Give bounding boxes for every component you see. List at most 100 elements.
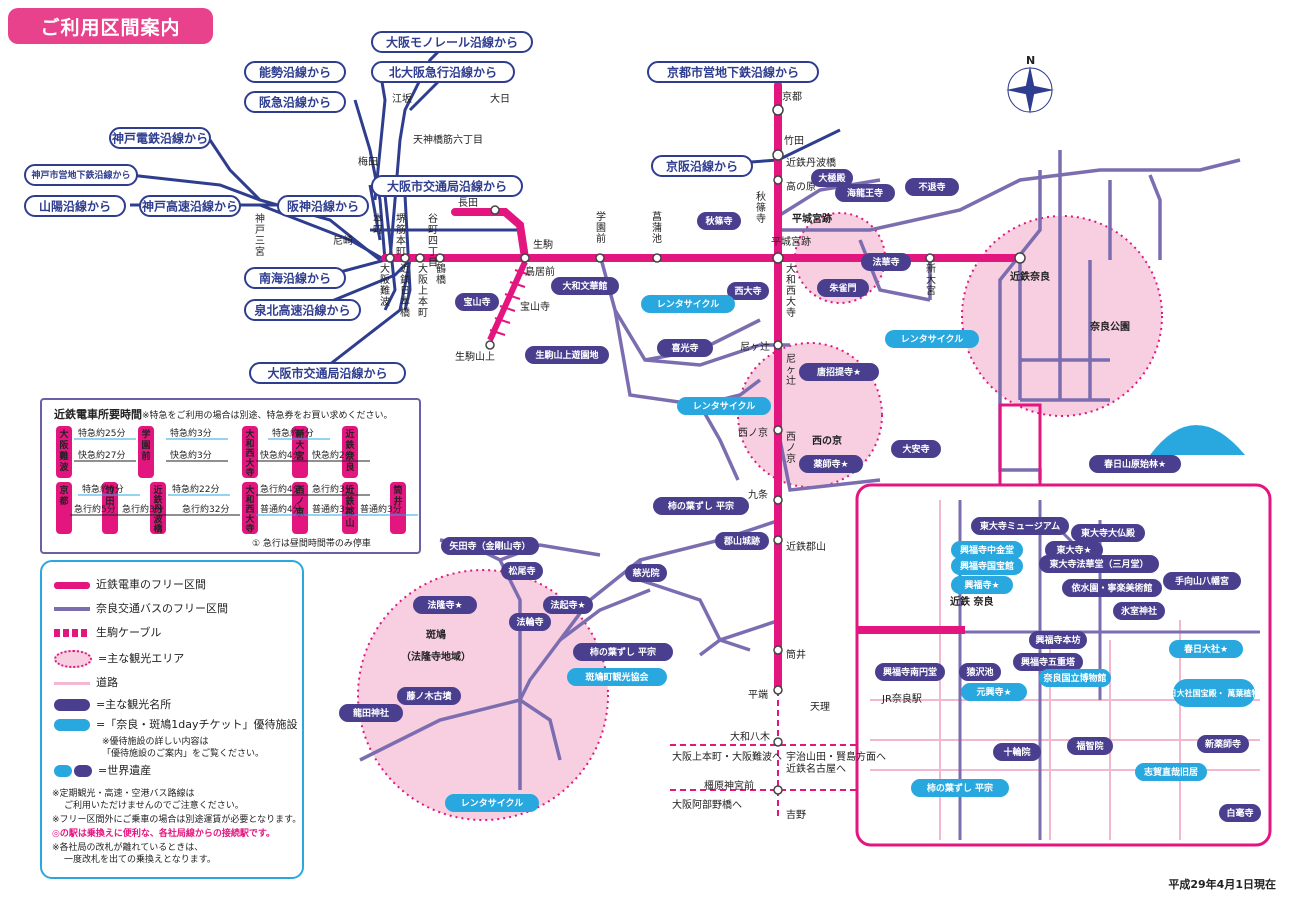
stations-yoshino: 吉野 <box>786 809 806 821</box>
places-hokiji-label: 法起寺★ <box>543 596 593 614</box>
tt-station-box <box>242 482 258 534</box>
svg-text:海龍王寺: 海龍王寺 <box>847 187 883 199</box>
places-rental1-label: レンタサイクル <box>445 794 539 812</box>
stations-amagasaki: 尼崎 <box>333 234 353 247</box>
other-lines <box>129 38 841 374</box>
svg-text:レンタサイクル: レンタサイクル <box>657 298 720 310</box>
legend-heritage: =世界遺産 <box>54 762 151 778</box>
legend-sight: =主な観光名所 <box>54 696 171 712</box>
svg-text:奈良国立博物館: 奈良国立博物館 <box>1042 672 1106 684</box>
other_lines-sanyo-label: 山陽沿線から <box>24 195 126 217</box>
legend-ticket-note1: ※優待施設の詳しい内容は <box>102 737 209 747</box>
svg-text:元興寺★: 元興寺★ <box>976 686 1011 698</box>
svg-text:大阪市交通局沿線から: 大阪市交通局沿線から <box>387 178 507 193</box>
tt-station-box <box>56 426 72 478</box>
other_lines-monorail-label: 大阪モノレール沿線から <box>371 31 533 53</box>
tt-station-name: 竹田 <box>105 484 115 507</box>
other_lines-kobe_kosoku-label: 神戸高速沿線から <box>139 195 241 217</box>
stations-akishino: 秋篠寺 <box>756 190 766 225</box>
svg-text:東大寺★: 東大寺★ <box>1056 544 1091 556</box>
stations-yamato_saidaiji: 大和西大寺 <box>786 262 796 319</box>
legend-note1: ※定期観光・高速・空港バス路線は <box>52 789 195 799</box>
other_lines-keihan-label: 京阪沿線から <box>651 155 753 177</box>
stations-kintetsu_tambabashi: 近鉄丹波橋 <box>786 156 836 169</box>
tt-duration: 快急約27分 <box>78 449 125 461</box>
nara_inset-daibutsu-label: 東大寺大仏殿 <box>1071 524 1145 542</box>
travel-time-header: 近鉄電車所要時間※特急をご利用の場合は別途、特急券をお買い求めください。 <box>54 408 393 421</box>
tt-station-name: 大阪難波 <box>60 428 70 473</box>
svg-text:神戸市営地下鉄沿線から: 神戸市営地下鉄沿線から <box>31 169 130 181</box>
tt-duration: 特急約6分 <box>82 483 124 495</box>
svg-text:大阪市交通局沿線から: 大阪市交通局沿線から <box>267 365 387 380</box>
compass-n: N <box>1026 54 1035 67</box>
stations-nishinokyo: 西ノ京 <box>786 432 796 465</box>
places-daigokuden-label: 大極殿 <box>811 169 853 187</box>
nara_inset-shinyakushiji-label: 新薬師寺 <box>1197 735 1249 753</box>
places-daianji-label: 大安寺 <box>891 440 941 458</box>
tt-duration: 普通約3分 <box>312 503 354 515</box>
svg-text:生駒山上遊園地: 生駒山上遊園地 <box>535 349 598 361</box>
legend-note5: ※各社局の改札が離れているときは、 <box>52 843 204 853</box>
svg-text:京阪沿線から: 京阪沿線から <box>666 158 738 173</box>
svg-text:郡山城跡: 郡山城跡 <box>723 535 760 547</box>
stations-amagatsuji: 尼ヶ辻 <box>786 353 796 387</box>
places-nara_park: 奈良公園 <box>1089 320 1130 333</box>
station-dots <box>385 104 1026 795</box>
svg-text:宝山寺: 宝山寺 <box>463 296 490 308</box>
nara-park-area <box>961 215 1163 417</box>
legend-note4: ◎の駅は乗換えに便利な、各社局線からの接続駅です。 <box>52 829 275 839</box>
places-koriyama_castle-label: 郡山城跡 <box>715 532 769 550</box>
tt-duration: 快急約2分 <box>312 449 354 461</box>
places-yakushiji-label: 薬師寺★ <box>799 455 863 473</box>
nara_inset-kakinoha-label: 柿の葉ずし 平宗 <box>911 779 1009 797</box>
svg-text:泉北高速沿線から: 泉北高速沿線から <box>254 302 350 317</box>
svg-text:松尾寺: 松尾寺 <box>508 565 535 577</box>
svg-text:神戸高速沿線から: 神戸高速沿線から <box>142 198 238 213</box>
stations-hozanji: 宝山寺 <box>520 300 550 313</box>
svg-text:氷室神社: 氷室神社 <box>1120 605 1157 617</box>
places-rental2-label: レンタサイクル <box>641 295 735 313</box>
svg-text:猿沢池: 猿沢池 <box>965 666 993 678</box>
inset-pointer <box>998 403 1042 485</box>
nara_inset-gangoji-label: 元興寺★ <box>961 683 1027 701</box>
stations-sakaisuji: 堺筋本町 <box>396 213 406 258</box>
svg-text:大安寺: 大安寺 <box>902 443 929 455</box>
nara_inset-station: 近鉄 奈良 <box>950 595 993 608</box>
stations-torii: 鳥居前 <box>525 265 555 278</box>
nara_inset-hokkedo-label: 東大寺法華堂（三月堂） <box>1039 555 1159 573</box>
kintetsu-outside <box>670 690 860 820</box>
legend-box: 近鉄電車のフリー区間 奈良交通バスのフリー区間 生駒ケーブル =主な観光エリア … <box>40 560 304 879</box>
svg-text:柿の葉ずし 平宗: 柿の葉ずし 平宗 <box>927 782 993 794</box>
svg-text:依水園・寧楽美術館: 依水園・寧楽美術館 <box>1071 582 1152 594</box>
places-hozanji_place-label: 宝山寺 <box>455 293 499 311</box>
svg-text:阪神沿線から: 阪神沿線から <box>287 198 359 213</box>
stations-esaka: 江坂 <box>392 93 412 105</box>
tt-station-box <box>56 482 72 534</box>
places-toshodaiji-label: 唐招提寺★ <box>799 363 879 381</box>
places-kanko-label: 斑鳩町観光協会 <box>567 668 667 686</box>
svg-text:南海沿線から: 南海沿線から <box>259 270 331 285</box>
nara_inset-museum-label: 東大寺ミュージアム <box>971 517 1069 535</box>
stations-abeno: 大阪阿部野橋へ <box>672 798 742 811</box>
svg-text:大極殿: 大極殿 <box>818 172 846 184</box>
nara_inset-kokuritsu-label: 奈良国立博物館 <box>1039 669 1111 687</box>
tt-station-name: 学園前 <box>142 428 151 462</box>
other_lines-shintetsu-label: 神戸電鉄沿線から <box>109 127 211 149</box>
svg-text:大和文華館: 大和文華館 <box>562 280 607 292</box>
other_lines-hanshin-label: 阪神沿線から <box>277 195 369 217</box>
places-ikaruga: 斑鳩 <box>426 628 446 641</box>
nara_inset-sarusawa-label: 猿沢池 <box>959 663 1001 681</box>
stations-nagata: 長田 <box>458 197 478 209</box>
nara_inset-fukuchiin-label: 福智院 <box>1067 737 1113 755</box>
tt-station-box <box>342 426 358 478</box>
other_lines-senboku-label: 泉北高速沿線から <box>244 299 361 321</box>
places-kairyuoji-label: 海龍王寺 <box>835 184 895 202</box>
page-title: ご利用区間案内 <box>8 8 213 44</box>
legend-note6: 一度改札を出ての乗換えとなります。 <box>64 855 216 865</box>
svg-text:龍田神社: 龍田神社 <box>353 707 389 719</box>
places-rental4-label: レンタサイクル <box>677 397 771 415</box>
svg-text:山陽沿線から: 山陽沿線から <box>39 198 111 213</box>
places-futaiji-label: 不退寺 <box>905 178 959 196</box>
ikaruga-area <box>357 569 609 821</box>
